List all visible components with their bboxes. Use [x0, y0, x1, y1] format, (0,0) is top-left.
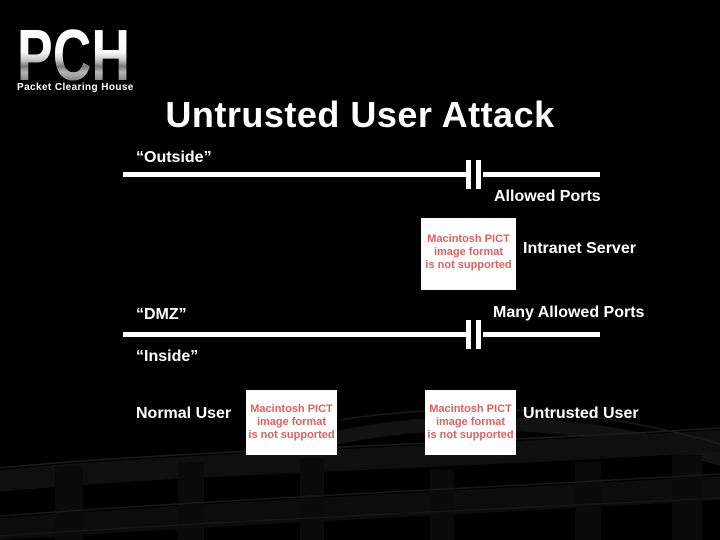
allowed-ports-label: Allowed Ports — [494, 188, 601, 205]
pict-placeholder-text: Macintosh PICT — [429, 403, 512, 415]
pch-logo-tagline: Packet Clearing House — [17, 82, 134, 93]
pict-placeholder-text: image format — [435, 416, 506, 428]
slide-title: Untrusted User Attack — [165, 94, 555, 135]
pict-placeholder-text: image format — [433, 246, 504, 258]
firewall-gap-icon — [476, 320, 481, 349]
pict-placeholder-text: image format — [256, 416, 327, 428]
pict-placeholder-intranet-server: Macintosh PICT image format is not suppo… — [421, 218, 516, 290]
pict-placeholder-text: is not supported — [248, 429, 335, 441]
pict-placeholder-text: is not supported — [425, 259, 512, 271]
boundary-line-left-segment — [123, 332, 466, 337]
untrusted-user-label: Untrusted User — [523, 405, 639, 422]
zone-label-dmz: “DMZ” — [136, 306, 187, 323]
normal-user-label: Normal User — [136, 405, 232, 422]
pict-placeholder-untrusted-user: Macintosh PICT image format is not suppo… — [425, 390, 516, 455]
zone-label-outside: “Outside” — [136, 149, 212, 166]
pch-logo: PCH — [17, 22, 130, 96]
firewall-gap-icon — [466, 320, 471, 349]
zone-label-inside: “Inside” — [136, 348, 199, 365]
many-allowed-ports-label: Many Allowed Ports — [493, 304, 645, 321]
pict-placeholder-normal-user: Macintosh PICT image format is not suppo… — [246, 390, 337, 455]
firewall-gap-icon — [466, 160, 471, 189]
pict-placeholder-text: Macintosh PICT — [250, 403, 333, 415]
pict-placeholder-text: Macintosh PICT — [427, 233, 510, 245]
boundary-line-right-segment — [483, 172, 600, 177]
pict-placeholder-text: is not supported — [427, 429, 514, 441]
boundary-line-right-segment — [483, 332, 600, 337]
intranet-server-label: Intranet Server — [523, 240, 636, 257]
pch-logo-acronym: PCH — [17, 22, 130, 96]
firewall-gap-icon — [476, 160, 481, 189]
boundary-line-left-segment — [123, 172, 466, 177]
